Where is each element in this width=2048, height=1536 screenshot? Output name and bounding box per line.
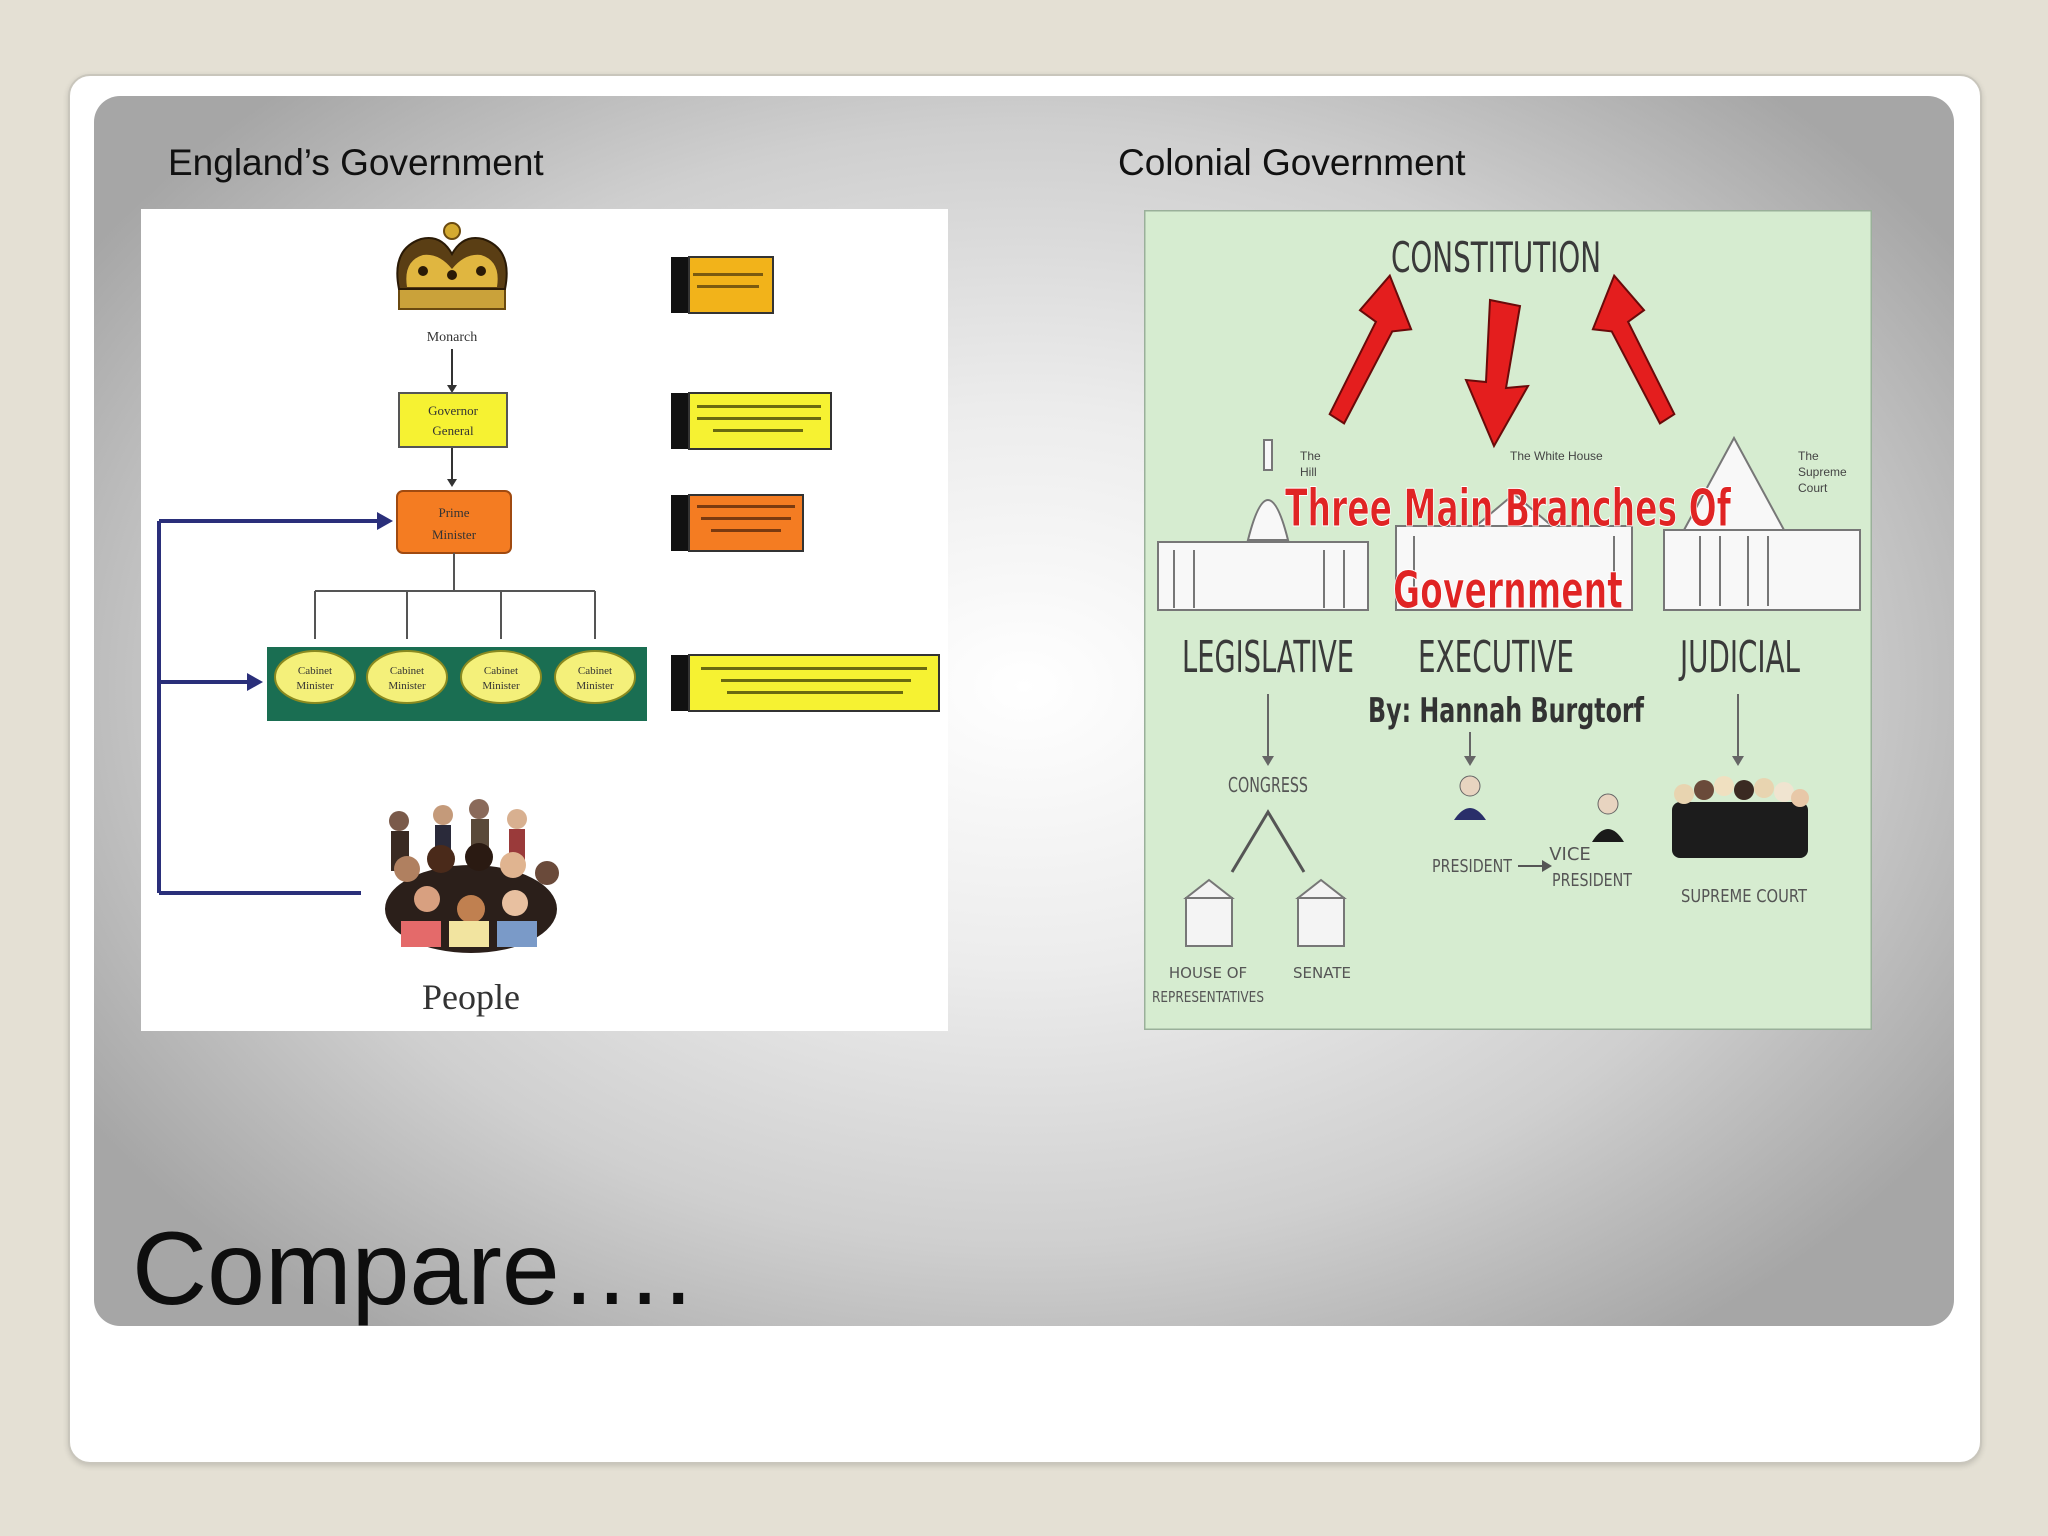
minister-label: Minister (432, 527, 477, 542)
house-label: REPRESENTATIVES (1152, 988, 1264, 1006)
prime-label: Prime (438, 505, 469, 520)
crown-icon (396, 222, 508, 310)
capitol-caption: Hill (1300, 465, 1317, 479)
legislative-heading: LEGISLATIVE (1182, 632, 1354, 683)
white-house-caption: The White House (1510, 449, 1603, 463)
cabinet-label: Cabinet (298, 665, 332, 677)
vice-president-icon (1592, 793, 1624, 842)
supreme-court-caption: Court (1798, 481, 1828, 495)
arrow-icon (1328, 273, 1413, 425)
people-illustration (385, 799, 559, 953)
judicial-heading: JUDICIAL (1678, 632, 1800, 683)
supreme-court-caption: The (1798, 449, 1819, 463)
note-box (671, 654, 940, 712)
note-box (671, 392, 832, 450)
senate-building-icon (1295, 878, 1347, 947)
people-label: People (422, 977, 520, 1017)
president-icon (1454, 775, 1486, 820)
colonial-government-caption: Colonial Government (1118, 142, 1466, 183)
congress-label: CONGRESS (1228, 773, 1308, 797)
monarch-label: Monarch (427, 330, 478, 345)
supreme-court-icon (1663, 435, 1861, 611)
cabinet-minister-label: Minister (576, 680, 614, 692)
three-branches-poster: CONSTITUTION (1142, 208, 1874, 1032)
arrow-icon (1464, 298, 1530, 449)
poster-title: Three Main Branches Of (1285, 479, 1732, 539)
white-house-icon (1395, 492, 1633, 611)
cabinet-label: Cabinet (390, 665, 424, 677)
governor-general-box (398, 392, 508, 448)
arrow-icon (1591, 273, 1676, 425)
prime-minister-box (396, 490, 512, 554)
note-box (671, 494, 804, 552)
supreme-court-justices-icon (1672, 776, 1809, 858)
note-box (671, 256, 774, 314)
cabinet-minister-label: Minister (388, 680, 426, 692)
executive-heading: EXECUTIVE (1418, 632, 1574, 683)
cabinet-label: Cabinet (484, 665, 518, 677)
governor-label: Governor (428, 403, 478, 418)
cabinet-minister-label: Minister (482, 680, 520, 692)
house-building-icon (1183, 878, 1235, 947)
capitol-building-icon (1157, 439, 1369, 611)
constitution-label: CONSTITUTION (1391, 233, 1601, 282)
senate-label: SENATE (1293, 964, 1351, 982)
cabinet-minister-label: Minister (296, 680, 334, 692)
supreme-court-label: SUPREME COURT (1681, 886, 1808, 907)
poster-author: By: Hannah Burgtorf (1368, 691, 1645, 731)
house-label: HOUSE OF (1169, 964, 1247, 982)
general-label: General (432, 423, 474, 438)
vice-president-label: PRESIDENT (1552, 870, 1633, 891)
president-label: PRESIDENT (1432, 856, 1513, 877)
england-government-caption: England’s Government (168, 142, 544, 183)
vice-president-label: VICE (1549, 844, 1591, 865)
england-government-diagram: Monarch Governor General Prime Minister … (141, 209, 948, 1031)
slide-title: Compare…. (132, 1211, 693, 1327)
capitol-caption: The (1300, 449, 1321, 463)
supreme-court-caption: Supreme (1798, 465, 1847, 479)
poster-title: Government (1393, 561, 1623, 621)
cabinet-label: Cabinet (578, 665, 612, 677)
